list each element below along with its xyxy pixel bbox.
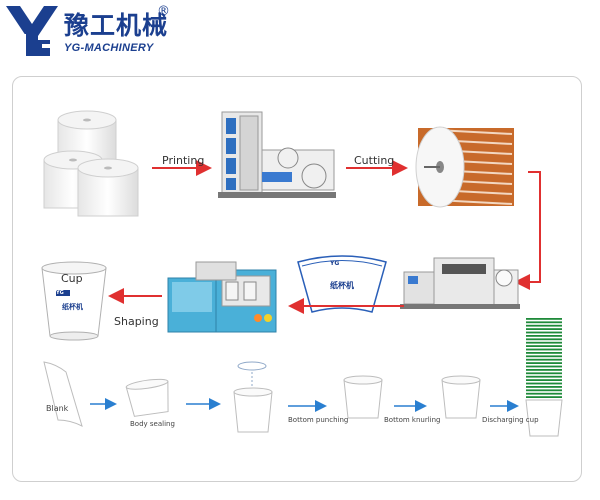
body-sealing-cup bbox=[126, 377, 172, 417]
paper-roll bbox=[78, 159, 138, 216]
stacked-cup-rim bbox=[526, 372, 562, 374]
paper-rolls bbox=[44, 111, 138, 216]
stage-bottom-punching: Bottom punching bbox=[288, 416, 348, 424]
printing-label: Printing bbox=[162, 154, 204, 167]
stacked-cup-rim bbox=[526, 325, 562, 327]
shaping-label: Shaping bbox=[114, 315, 159, 328]
blank-sheet bbox=[44, 362, 82, 426]
cup-label: Cup bbox=[61, 272, 83, 285]
stacked-cup-rim bbox=[526, 379, 562, 381]
stacked-cup-rim bbox=[526, 376, 562, 378]
printing-machine bbox=[218, 112, 336, 198]
stacked-cup-rim bbox=[526, 332, 562, 334]
cup-forming-machine bbox=[168, 262, 276, 332]
discharging-cup bbox=[442, 376, 480, 418]
stacked-cup-rim bbox=[526, 349, 562, 351]
stacked-cup-rim bbox=[526, 342, 562, 344]
printed-roll bbox=[416, 127, 514, 207]
stacked-cup-rim bbox=[526, 366, 562, 368]
stacked-cup-rim bbox=[526, 355, 562, 357]
stage-blank: Blank bbox=[46, 404, 68, 413]
stacked-cup-rim bbox=[526, 352, 562, 354]
stage-discharging-cup: Discharging cup bbox=[482, 416, 539, 424]
stacked-cup-rim bbox=[526, 321, 562, 323]
cup-print-text: 纸杯机 bbox=[62, 302, 83, 312]
stacked-cup-rim bbox=[526, 383, 562, 385]
cup-brand: YG bbox=[56, 290, 64, 296]
stacked-cup-rim bbox=[526, 338, 562, 340]
stage-body-sealing: Body sealing bbox=[130, 420, 175, 428]
bottom-punching-cup bbox=[234, 362, 272, 432]
stacked-cup-rim bbox=[526, 396, 562, 398]
stacked-cup-rim bbox=[526, 335, 562, 337]
fan-brand: YG bbox=[330, 260, 339, 267]
die-cutting-machine bbox=[400, 258, 520, 309]
stacked-cup-rim bbox=[526, 393, 562, 395]
stacked-cup-rim bbox=[526, 369, 562, 371]
stacked-cup-rim bbox=[526, 389, 562, 391]
stacked-cup-rim bbox=[526, 359, 562, 361]
cutting-label: Cutting bbox=[354, 154, 394, 167]
stacked-cup-rim bbox=[526, 362, 562, 364]
stage-bottom-knurling: Bottom knurling bbox=[384, 416, 440, 424]
stacked-cup-rim bbox=[526, 318, 562, 320]
stacked-cup-rim bbox=[526, 345, 562, 347]
bottom-knurling-cup bbox=[344, 376, 382, 418]
fan-print-text: 纸杯机 bbox=[330, 280, 354, 291]
stacked-cup-rim bbox=[526, 328, 562, 330]
stacked-cup-rim bbox=[526, 386, 562, 388]
arrow-to-die-cutting bbox=[518, 172, 540, 282]
